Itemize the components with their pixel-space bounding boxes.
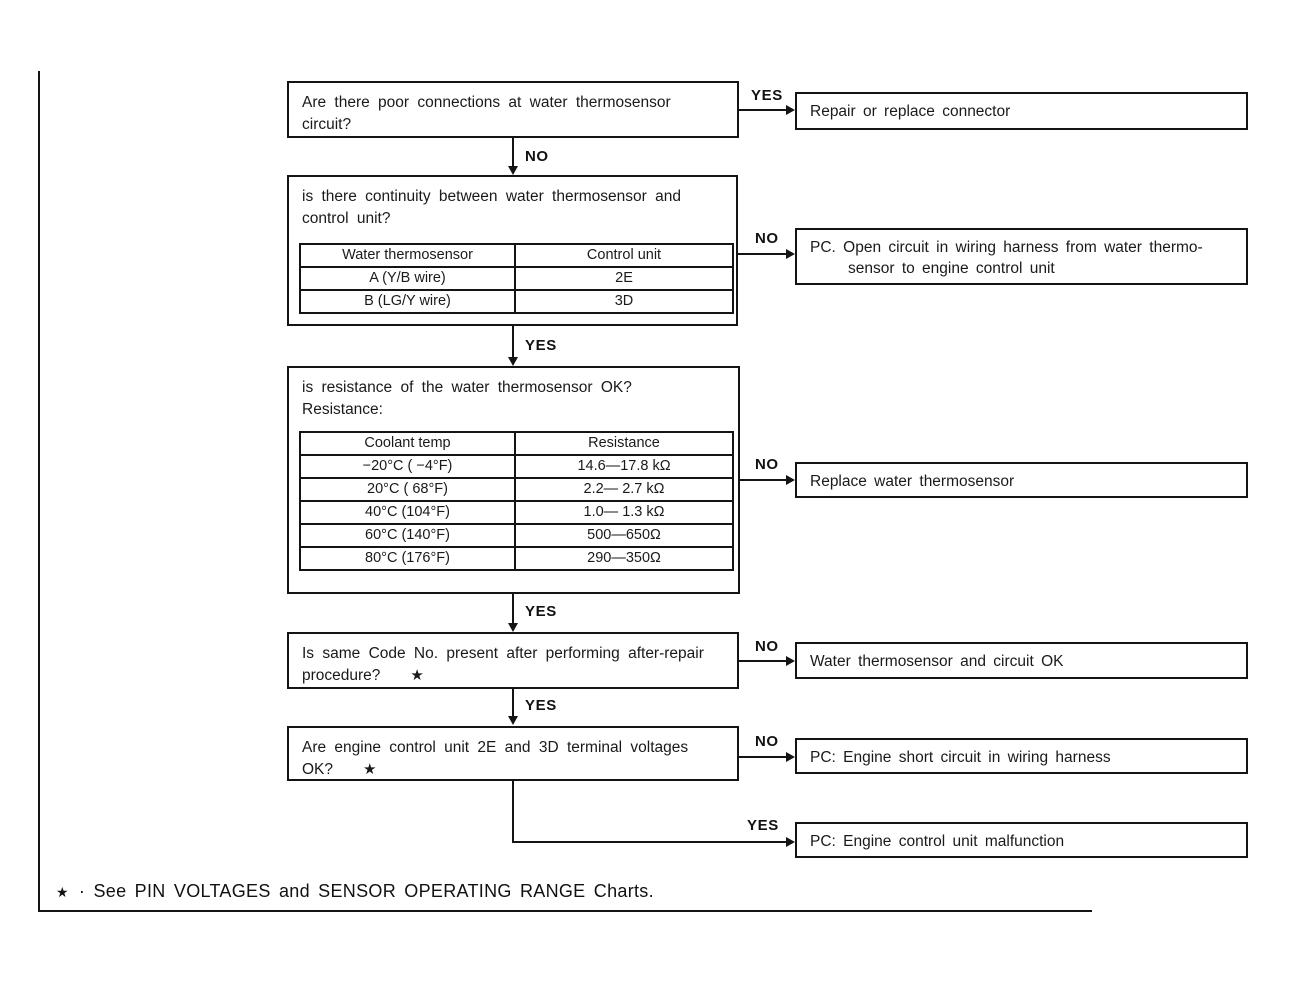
result-box-open-circuit: PC. Open circuit in wiring harness from … (795, 228, 1248, 285)
arrowhead-right-icon (786, 249, 795, 259)
question-box-same-code: Is same Code No. present after performin… (287, 632, 739, 689)
branch-label-yes: YES (751, 87, 783, 104)
cell-temp: 60°C (140°F) (299, 523, 516, 548)
question-box-resistance: is resistance of the water thermosensor … (287, 366, 740, 594)
question-box-terminal-voltages: Are engine control unit 2E and 3D termin… (287, 726, 739, 781)
cell-temp: 40°C (104°F) (299, 500, 516, 525)
question-text: Is same Code No. present after performin… (302, 645, 704, 684)
cell-resistance: 290—350Ω (514, 546, 734, 571)
arrowhead-down-icon (508, 623, 518, 632)
result-text: Water thermosensor and circuit OK (810, 653, 1064, 670)
left-margin-rule (38, 71, 40, 912)
result-box-circuit-ok: Water thermosensor and circuit OK (795, 642, 1248, 679)
resistance-table: Coolant temp Resistance −20°C ( −4°F) 14… (299, 431, 734, 571)
header-control-unit: Control unit (514, 243, 734, 268)
result-text: Repair or replace connector (810, 103, 1011, 120)
question-text: is there continuity between water thermo… (302, 188, 681, 227)
connector-q5-r6 (512, 841, 788, 843)
arrowhead-right-icon (786, 475, 795, 485)
table-row: −20°C ( −4°F) 14.6—17.8 kΩ (299, 454, 734, 479)
cell-terminal: B (LG/Y wire) (299, 289, 516, 314)
result-text: PC: Engine control unit malfunction (810, 833, 1065, 850)
cell-pin: 3D (514, 289, 734, 314)
connector-q2-q3 (512, 326, 514, 359)
question-text-line1: is resistance of the water thermosensor … (302, 379, 632, 396)
connector-q2-r2 (738, 253, 788, 255)
table-row: B (LG/Y wire) 3D (299, 289, 734, 314)
table-row: A (Y/B wire) 2E (299, 266, 734, 291)
arrowhead-down-icon (508, 716, 518, 725)
cell-resistance: 500—650Ω (514, 523, 734, 548)
arrowhead-right-icon (786, 105, 795, 115)
arrowhead-down-icon (508, 166, 518, 175)
table-header-row: Water thermosensor Control unit (299, 243, 734, 268)
connector-q1-q2 (512, 138, 514, 168)
continuity-table: Water thermosensor Control unit A (Y/B w… (299, 243, 734, 314)
footnote-star-icon: ★ (363, 761, 377, 778)
table-row: 40°C (104°F) 1.0— 1.3 kΩ (299, 500, 734, 525)
result-box-control-unit-malfunction: PC: Engine control unit malfunction (795, 822, 1248, 858)
branch-label-yes: YES (525, 697, 557, 714)
connector-q5-r5 (739, 756, 788, 758)
table-row: 60°C (140°F) 500—650Ω (299, 523, 734, 548)
branch-label-yes: YES (525, 603, 557, 620)
branch-label-no: NO (755, 733, 779, 750)
question-box-poor-connections: Are there poor connections at water ther… (287, 81, 739, 138)
header-resistance: Resistance (514, 431, 734, 456)
question-text: Are engine control unit 2E and 3D termin… (302, 739, 689, 778)
result-box-repair-connector: Repair or replace connector (795, 92, 1248, 130)
result-text-line2: sensor to engine control unit (848, 259, 1055, 277)
connector-q1-r1 (739, 109, 788, 111)
table-row: 20°C ( 68°F) 2.2— 2.7 kΩ (299, 477, 734, 502)
branch-label-yes: YES (525, 337, 557, 354)
table-header-row: Coolant temp Resistance (299, 431, 734, 456)
result-box-replace-thermosensor: Replace water thermosensor (795, 462, 1248, 498)
cell-pin: 2E (514, 266, 734, 291)
footnote-star-icon: ★ (56, 884, 69, 900)
cell-temp: 80°C (176°F) (299, 546, 516, 571)
result-text-line1: PC. Open circuit in wiring harness from … (810, 239, 1203, 256)
footnote-star-icon: ★ (410, 667, 424, 684)
question-text-line2: Resistance: (302, 401, 383, 418)
connector-q3-q4 (512, 593, 514, 625)
header-coolant-temp: Coolant temp (299, 431, 516, 456)
cell-temp: −20°C ( −4°F) (299, 454, 516, 479)
question-box-continuity: is there continuity between water thermo… (287, 175, 738, 326)
connector-q3-r3 (740, 479, 788, 481)
connector-q5-down (512, 781, 514, 843)
footnote: ★ · See PIN VOLTAGES and SENSOR OPERATING… (56, 881, 654, 902)
result-text: Replace water thermosensor (810, 473, 1015, 490)
cell-resistance: 1.0— 1.3 kΩ (514, 500, 734, 525)
bottom-rule (38, 910, 1092, 912)
cell-temp: 20°C ( 68°F) (299, 477, 516, 502)
cell-resistance: 2.2— 2.7 kΩ (514, 477, 734, 502)
header-water-thermosensor: Water thermosensor (299, 243, 516, 268)
result-text: PC: Engine short circuit in wiring harne… (810, 749, 1111, 766)
branch-label-no: NO (755, 456, 779, 473)
arrowhead-right-icon (786, 752, 795, 762)
result-box-short-circuit: PC: Engine short circuit in wiring harne… (795, 738, 1248, 774)
arrowhead-down-icon (508, 357, 518, 366)
arrowhead-right-icon (786, 656, 795, 666)
branch-label-yes: YES (747, 817, 779, 834)
branch-label-no: NO (755, 230, 779, 247)
connector-q4-r4 (739, 660, 788, 662)
question-text: Are there poor connections at water ther… (302, 94, 671, 133)
footnote-text: · See PIN VOLTAGES and SENSOR OPERATING … (78, 881, 654, 901)
branch-label-no: NO (755, 638, 779, 655)
cell-terminal: A (Y/B wire) (299, 266, 516, 291)
table-row: 80°C (176°F) 290—350Ω (299, 546, 734, 571)
cell-resistance: 14.6—17.8 kΩ (514, 454, 734, 479)
arrowhead-right-icon (786, 837, 795, 847)
connector-q4-q5 (512, 689, 514, 718)
branch-label-no: NO (525, 148, 549, 165)
